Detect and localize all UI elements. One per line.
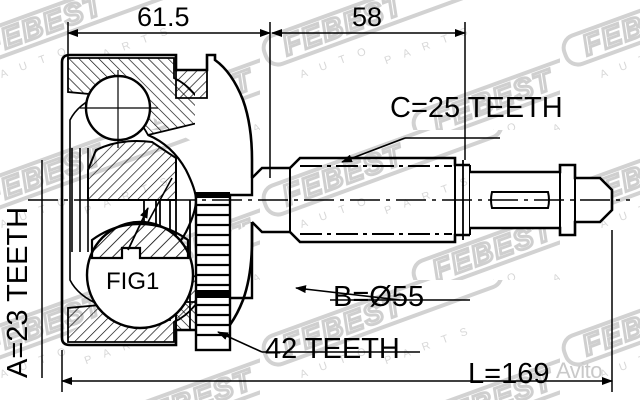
label-overall-length: L=169 (468, 358, 550, 390)
dimension-label-shaft-length: 58 (352, 2, 383, 32)
label-abs-ring-teeth: 42 TEETH (265, 333, 400, 365)
label-outer-diameter: B=Ø55 (333, 281, 425, 313)
dimension-label-body-length: 61.5 (137, 2, 190, 32)
label-outer-spline-teeth: C=25 TEETH (390, 92, 563, 124)
label-inner-spline-teeth: A=23 TEETH (2, 206, 34, 378)
marketplace-watermark: Avito (556, 358, 603, 383)
detail-callout-fig1: FIG1 (106, 268, 160, 295)
